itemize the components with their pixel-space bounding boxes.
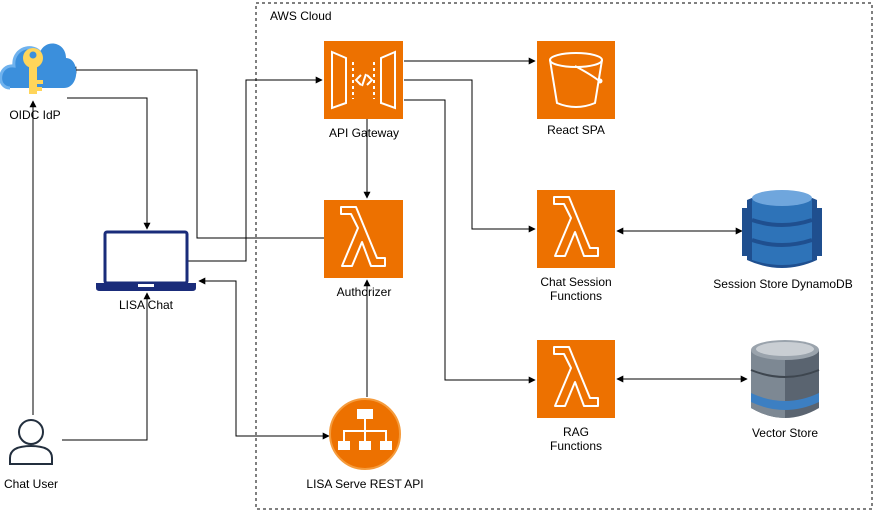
vector-store-label: Vector Store — [751, 426, 819, 440]
user-icon — [9, 419, 53, 465]
oidc-idp-label: OIDC IdP — [9, 108, 61, 122]
chat-user-label: Chat User — [3, 477, 59, 491]
chat-session-label-line2: Functions — [549, 289, 603, 303]
rag-label: RAG Functions — [516, 425, 636, 453]
s3-bucket-icon — [537, 41, 615, 119]
laptop-icon — [96, 230, 196, 291]
rag-label-line1: RAG — [562, 425, 589, 439]
serve-api-label: LISA Serve REST API — [306, 477, 424, 491]
api-gateway-icon — [324, 41, 403, 119]
aws-cloud-title: AWS Cloud — [270, 9, 332, 23]
edge-user-to-lisa-chat — [62, 292, 151, 441]
edge-authorizer-to-oidc — [69, 66, 324, 239]
lisa-chat-label: LISA Chat — [118, 298, 174, 312]
chat-session-lambda-icon — [537, 190, 615, 268]
edge-lisa-chat-serve-api — [198, 277, 330, 440]
edge-lisa-chat-to-api-gateway — [186, 76, 323, 262]
edge-api-gateway-to-rag — [404, 99, 536, 384]
dynamodb-icon — [742, 190, 822, 268]
edge-api-gateway-to-chat-session — [404, 79, 536, 233]
authorizer-lambda-icon — [324, 200, 403, 278]
dynamodb-label: Session Store DynamoDB — [713, 277, 853, 291]
aws-cloud-boundary — [255, 2, 873, 510]
api-gateway-label: API Gateway — [328, 126, 400, 140]
load-balancer-icon — [329, 398, 401, 470]
database-icon — [750, 340, 820, 418]
chat-session-label: Chat Session Functions — [516, 275, 636, 303]
edge-oidc-to-lisa-chat — [67, 97, 151, 230]
cloud-key-icon — [0, 43, 77, 94]
react-spa-label: React SPA — [547, 123, 605, 137]
chat-session-label-line1: Chat Session — [540, 275, 612, 289]
rag-label-line2: Functions — [549, 439, 603, 453]
authorizer-label: Authorizer — [336, 285, 392, 299]
rag-lambda-icon — [537, 340, 615, 418]
